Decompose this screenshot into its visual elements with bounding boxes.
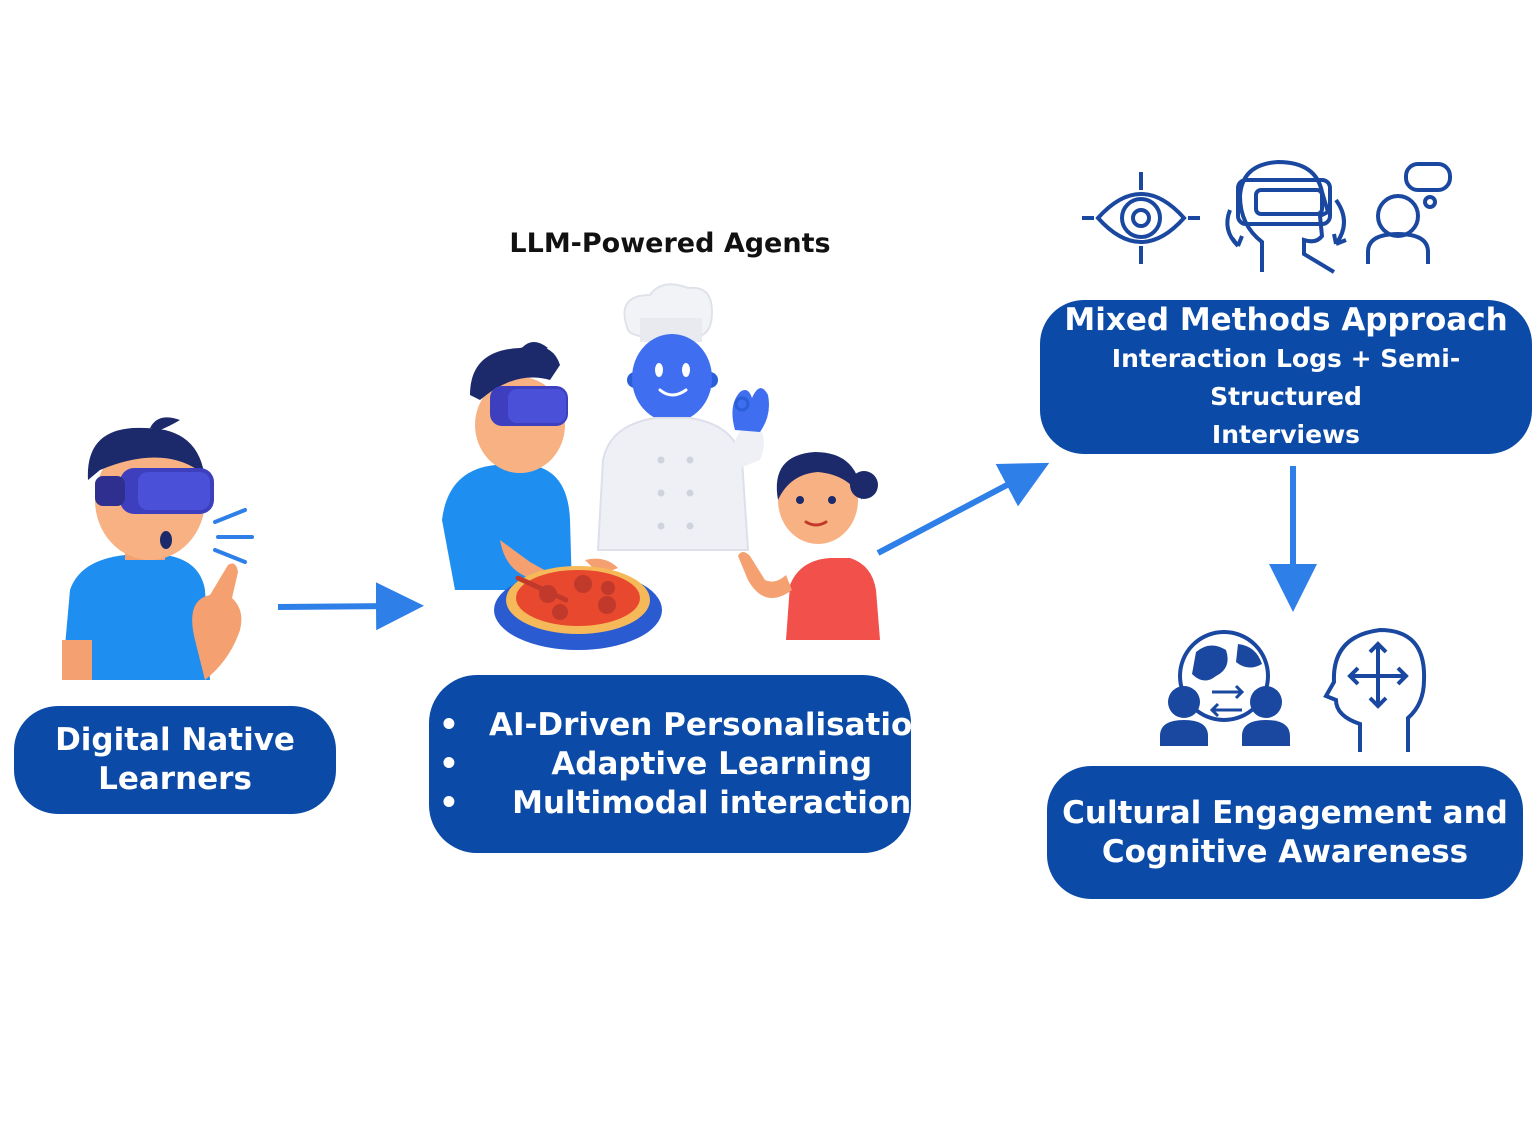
methods-box: Mixed Methods Approach Interaction Logs … [1040, 300, 1532, 454]
cognitive-head-icon [1323, 627, 1427, 752]
outcome-line2: Cognitive Awareness [1101, 833, 1469, 870]
vr-head-icon [1225, 159, 1347, 274]
outcome-box: Cultural Engagement and Cognitive Awaren… [1047, 766, 1523, 899]
vr-boy-illustration [62, 417, 254, 680]
methods-title: Mixed Methods Approach [1064, 302, 1508, 338]
arrow-agents-to-methods [876, 462, 1050, 556]
person-speech-icon [1366, 162, 1452, 264]
features-box: AI-Driven Personalisation Adaptive Learn… [429, 675, 934, 853]
feature-item: Multimodal interaction [439, 784, 934, 823]
learners-line2: Learners [98, 761, 252, 797]
methods-line2: Interviews [1211, 420, 1361, 449]
cultural-exchange-icon [1160, 630, 1290, 746]
features-list: AI-Driven Personalisation Adaptive Learn… [439, 706, 934, 823]
agents-title: LLM-Powered Agents [509, 228, 831, 259]
methods-line1: Interaction Logs + Semi-Structured [1111, 344, 1461, 411]
arrow-learners-to-agents [277, 582, 424, 631]
cooking-scene-illustration [442, 283, 880, 650]
feature-item: AI-Driven Personalisation [439, 706, 934, 745]
learners-line1: Digital Native [55, 722, 295, 758]
eye-icon [1082, 172, 1200, 264]
learners-box: Digital Native Learners [14, 706, 336, 814]
outcome-line1: Cultural Engagement and [1062, 794, 1508, 831]
feature-item: Adaptive Learning [439, 745, 934, 784]
